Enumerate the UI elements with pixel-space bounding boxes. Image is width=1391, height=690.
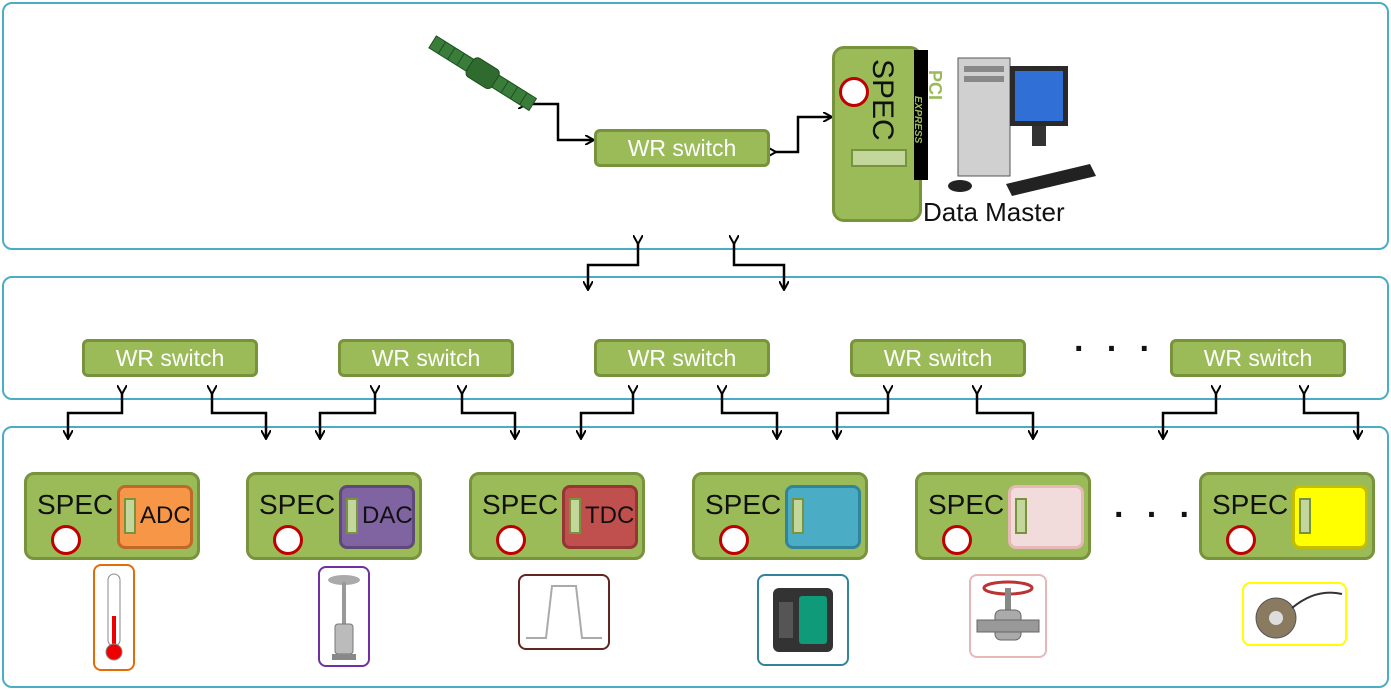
spec-label: SPEC	[928, 489, 1005, 520]
yellow-module	[1292, 485, 1368, 549]
spec-card-yellow: SPEC	[1199, 472, 1375, 560]
spec-label: SPEC	[705, 489, 782, 520]
spec-logo	[942, 525, 972, 555]
module-slot	[792, 498, 804, 534]
patio-heater-icon	[318, 566, 370, 667]
spec-logo	[719, 525, 749, 555]
spec-vertical-label: SPEC	[866, 59, 899, 141]
spec-logo	[496, 525, 526, 555]
express-label: EXPRESS	[912, 96, 923, 144]
wr-switch-4: WR switch	[850, 339, 1026, 377]
arrow-satellite-switch	[525, 104, 592, 140]
spec-card-dac: SPEC DAC	[246, 472, 422, 560]
arrow-sw1-left	[68, 392, 122, 437]
arrow-top-middle-right	[734, 242, 784, 288]
spec-logo	[51, 525, 81, 555]
pci-label: PCI	[925, 70, 945, 101]
module-label: ADC	[140, 502, 191, 529]
module-slot	[1015, 498, 1027, 534]
encoder-icon	[1242, 582, 1347, 646]
spec-label: SPEC	[482, 489, 559, 520]
arrow-switch-master	[774, 117, 830, 152]
arrow-sw5-left	[1163, 392, 1216, 437]
wr-switch-1: WR switch	[82, 339, 258, 377]
satellite-icon	[420, 34, 550, 120]
pink-module	[1008, 485, 1084, 549]
module-slot	[569, 498, 581, 534]
spec-card-pink: SPEC	[915, 472, 1091, 560]
module-slot	[1299, 498, 1311, 534]
spec-card-blue: SPEC	[692, 472, 868, 560]
spec-logo	[839, 77, 869, 107]
pulse-signal-icon	[518, 574, 610, 650]
arrow-sw1-right	[212, 392, 266, 437]
arrow-sw3-right	[722, 392, 777, 437]
module-slot	[124, 498, 136, 534]
blue-module	[785, 485, 861, 549]
dac-module: DAC	[339, 485, 415, 549]
pcie-connector	[914, 50, 928, 180]
module-label: TDC	[585, 502, 635, 529]
bottom-ellipsis: · · ·	[1114, 496, 1197, 534]
spec-pcie-card: SPEC	[832, 46, 922, 222]
spec-card-tdc: SPEC TDC	[469, 472, 645, 560]
spec-label: SPEC	[1212, 489, 1289, 520]
adc-module: ADC	[117, 485, 193, 549]
spec-label: SPEC	[37, 489, 114, 520]
on-off-switch-icon	[757, 574, 849, 666]
module-slot	[346, 498, 358, 534]
tdc-module: TDC	[562, 485, 638, 549]
module-label: DAC	[362, 502, 413, 529]
arrow-sw3-left	[581, 392, 633, 437]
spec-logo	[1226, 525, 1256, 555]
top-panel	[2, 2, 1389, 250]
spec-label: SPEC	[259, 489, 336, 520]
arrow-sw2-right	[462, 392, 515, 437]
spec-logo	[273, 525, 303, 555]
computer-icon	[940, 52, 1100, 202]
valve-icon	[969, 574, 1047, 658]
data-master-label: Data Master	[923, 197, 1065, 227]
middle-panel	[2, 276, 1389, 400]
arrow-sw5-right	[1304, 392, 1358, 437]
wr-switch-5: WR switch	[1170, 339, 1346, 377]
top-wr-switch: WR switch	[594, 129, 770, 167]
middle-ellipsis: · · ·	[1074, 330, 1157, 368]
arrow-sw4-right	[977, 392, 1033, 437]
arrow-top-middle-left	[588, 242, 638, 288]
wr-switch-3: WR switch	[594, 339, 770, 377]
card-slot	[851, 149, 907, 167]
thermometer-icon	[93, 564, 135, 671]
arrow-sw4-left	[837, 392, 888, 437]
arrow-sw2-left	[320, 392, 375, 437]
wr-switch-2: WR switch	[338, 339, 514, 377]
spec-card-adc: SPEC ADC	[24, 472, 200, 560]
